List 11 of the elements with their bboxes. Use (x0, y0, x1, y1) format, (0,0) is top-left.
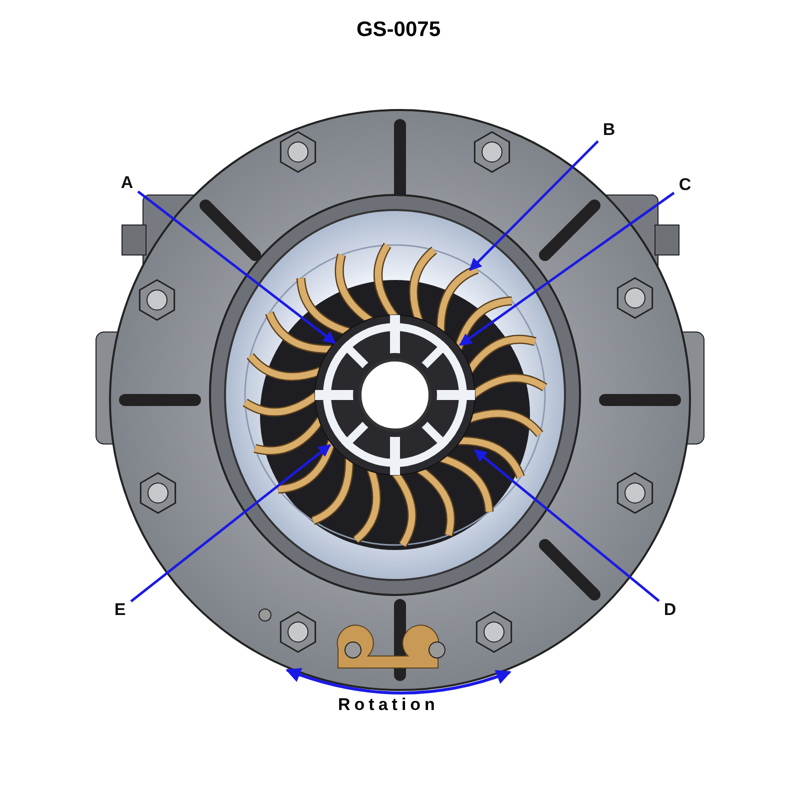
callout-letter: C (676, 175, 694, 195)
rotation-label: Rotation (338, 695, 439, 715)
callout-letter: B (600, 120, 618, 140)
callout-letter: E (111, 600, 129, 620)
leader-line (130, 444, 331, 602)
leader-line (469, 140, 599, 271)
callout-letter: D (661, 600, 679, 620)
diagram-title: GS-0075 (355, 18, 442, 42)
callout-letter: A (118, 173, 136, 193)
leader-line (458, 192, 675, 346)
leader-line (474, 449, 660, 602)
